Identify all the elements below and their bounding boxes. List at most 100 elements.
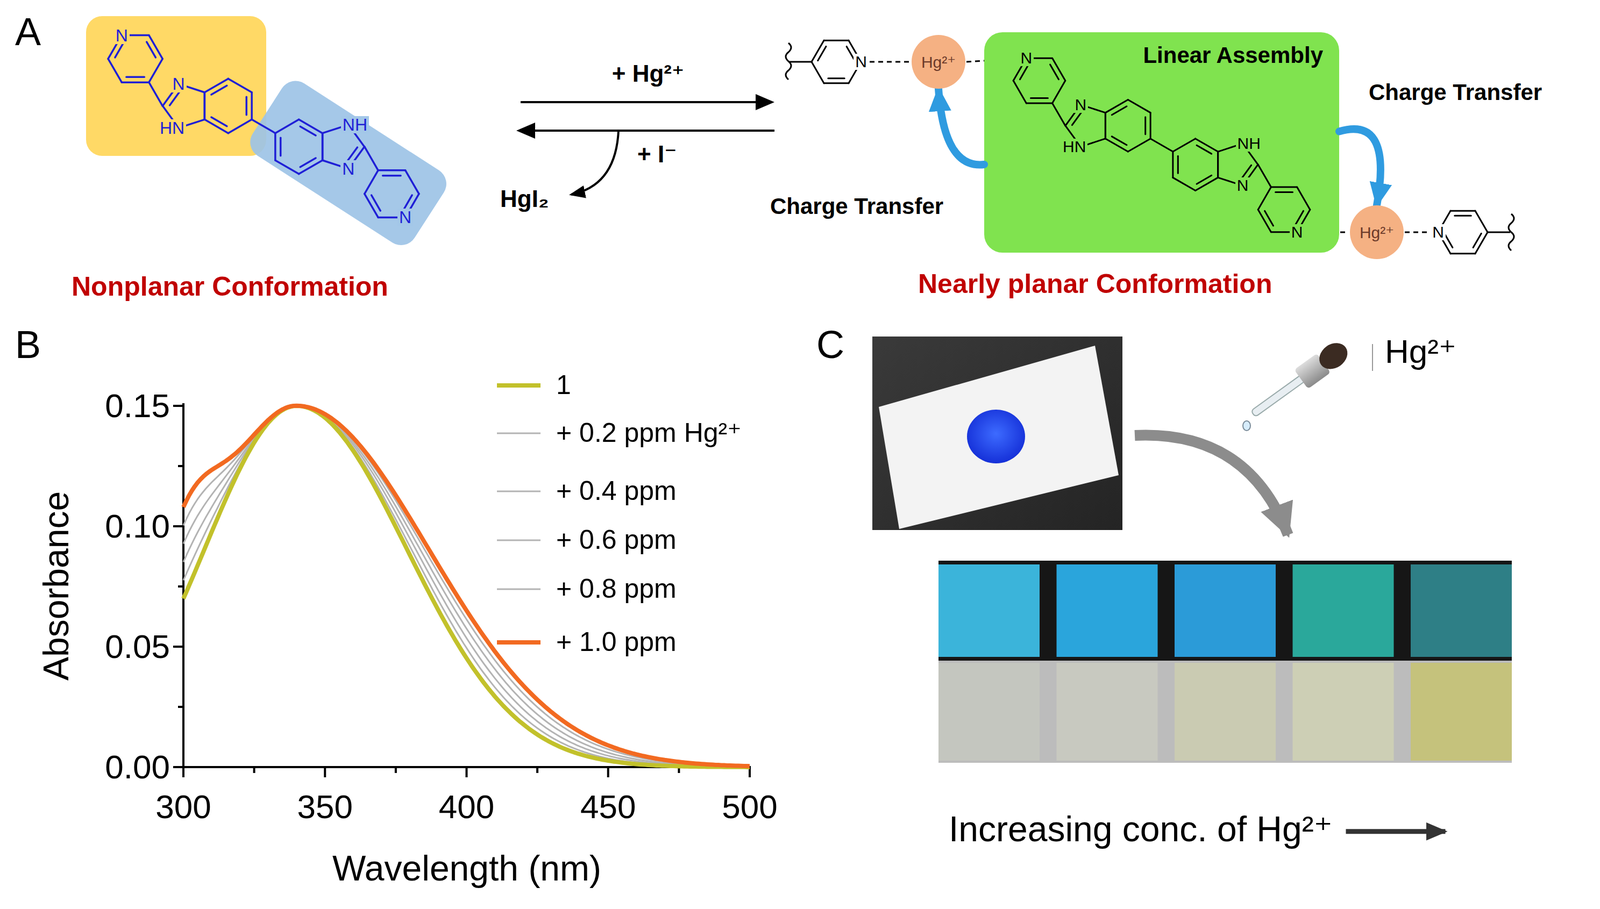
bond-line [1172,177,1196,191]
chain-bond [789,61,812,63]
atom-label: HN [158,119,187,137]
assembly-box-fill [984,32,1340,253]
bond-line [228,78,252,92]
bond-line [1450,252,1476,255]
double-bond-line [1473,233,1482,248]
axis-title: Absorbance [36,491,77,681]
double-bond-line [245,96,248,115]
double-bond-line [1030,97,1049,99]
double-bond-line [1196,175,1212,184]
bond-line [811,40,824,62]
x-tick-label: 300 [155,787,211,827]
double-bond-line [382,174,401,177]
bond-line [1127,138,1151,152]
bond-line [1195,138,1219,152]
legend-line [496,539,541,542]
double-bond-line [1071,111,1083,126]
test-strip-daylight [1174,663,1276,762]
atom-label: NH [1235,135,1263,152]
double-bond-line [1241,165,1252,180]
reagent-label: Hg²⁺ [1384,332,1457,371]
double-bond-line [1050,64,1059,80]
legend-line [496,588,541,591]
double-bond-line [300,126,316,136]
spectrum-curve [183,406,750,768]
legend-label: + 0.4 ppm [556,475,677,508]
divider-bar [1371,344,1374,372]
reagent-label: + Hg²⁺ [612,60,685,88]
bond-line [148,82,163,106]
atom-label: NH [340,116,369,134]
bond-line [1052,58,1066,81]
spectrum-curve [183,406,750,768]
spectrum-curve [183,406,750,767]
double-bond-line [1019,64,1029,80]
bond-line [1105,99,1128,113]
bond-line [364,146,379,171]
bond-line [275,119,300,133]
bond-line [321,133,324,161]
charge-transfer-arrow [1339,129,1381,206]
conformation-label: Nearly planar Conformation [918,268,1272,301]
assembly-box: Linear Assembly [984,32,1340,253]
coordination-dash [1404,231,1431,234]
ion-label: Hg²⁺ [921,53,956,71]
legend-line [496,640,541,645]
coordination-dash [869,61,911,63]
test-strip-uv [1174,564,1276,658]
chain-bond [1487,231,1511,234]
x-tick-label: 400 [438,787,495,827]
bond-line [1105,138,1128,152]
atom-label: N [1430,224,1446,241]
test-strip-uv [1056,564,1158,658]
double-bond-line [1454,215,1471,217]
reverse-arrow [532,129,775,132]
bond-line [321,133,324,161]
double-bond-line [126,76,145,79]
atom-label: N [853,53,869,70]
forward-arrowhead [755,94,775,111]
x-tick-label: 450 [580,787,636,827]
bond-line [1257,187,1271,210]
x-tick-label: 350 [297,787,353,827]
legend-label: + 0.8 ppm [556,573,677,606]
edge-label: Charge Transfer [1368,79,1542,106]
bond-line [1217,151,1219,178]
double-bond-line [828,77,845,80]
bond-line [1257,164,1271,188]
ion-circle: Hg²⁺ [1349,205,1404,260]
double-bond-line [279,137,282,156]
bond-line [108,58,122,83]
double-bond-line [371,195,381,211]
dropper [1246,337,1353,424]
fluorescent-spot [966,409,1026,464]
uv-photo-ground [938,560,1512,661]
bond-line [148,58,163,83]
double-bond-line [1264,210,1274,226]
y-tick-label: 0.15 [104,386,170,425]
panel-letter: B [15,322,41,368]
test-strip-daylight [1410,663,1512,762]
ion-label: Hg²⁺ [1359,223,1395,242]
test-strip-uv [1410,564,1512,658]
atom-label: N [1235,177,1251,194]
bond-line [251,119,276,133]
yellow-half-box [86,16,267,156]
bond-line [1257,209,1271,233]
legend-line [496,432,541,435]
double-bond-line [1196,145,1212,154]
bond-line [203,92,206,120]
chain-break [1508,214,1514,251]
double-bond-line [211,85,227,95]
bond-line [1052,80,1066,104]
panel-letter: C [816,322,845,368]
double-bond-line [1177,155,1179,174]
release-arrow [571,130,619,195]
bond-line [204,119,229,133]
bond-line [1270,186,1297,189]
charge-transfer-arrow [938,88,985,166]
bond-line [1450,210,1476,212]
bond-line [1026,102,1052,104]
